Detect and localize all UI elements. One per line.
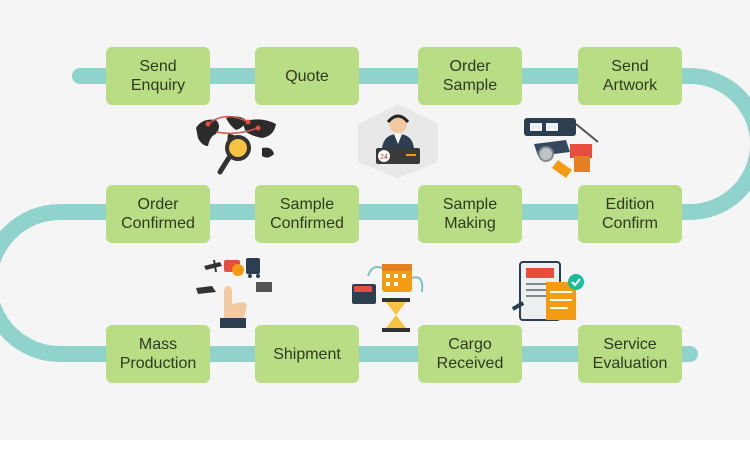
step-shipment: Shipment [255,325,359,383]
customer-service-agent-icon: 24 [350,102,446,180]
step-cargo-received: Cargo Received [418,325,522,383]
evaluation-report-icon [510,252,606,330]
step-quote: Quote [255,47,359,105]
bottom-strip [0,440,750,450]
step-sample-confirmed: Sample Confirmed [255,185,359,243]
step-service-evaluation: Service Evaluation [578,325,682,383]
step-sample-making: Sample Making [418,185,522,243]
world-map-magnifier-icon [186,106,282,184]
transport-hand-icon [186,252,282,330]
design-tools-icon [514,112,610,190]
step-mass-production: Mass Production [106,325,210,383]
wallet-calendar-hourglass-icon [348,258,444,336]
step-order-confirmed: Order Confirmed [106,185,210,243]
step-edition-confirm: Edition Confirm [578,185,682,243]
step-order-sample: Order Sample [418,47,522,105]
step-send-enquiry: Send Enquiry [106,47,210,105]
support-24-badge: 24 [380,154,388,161]
step-send-artwork: Send Artwork [578,47,682,105]
